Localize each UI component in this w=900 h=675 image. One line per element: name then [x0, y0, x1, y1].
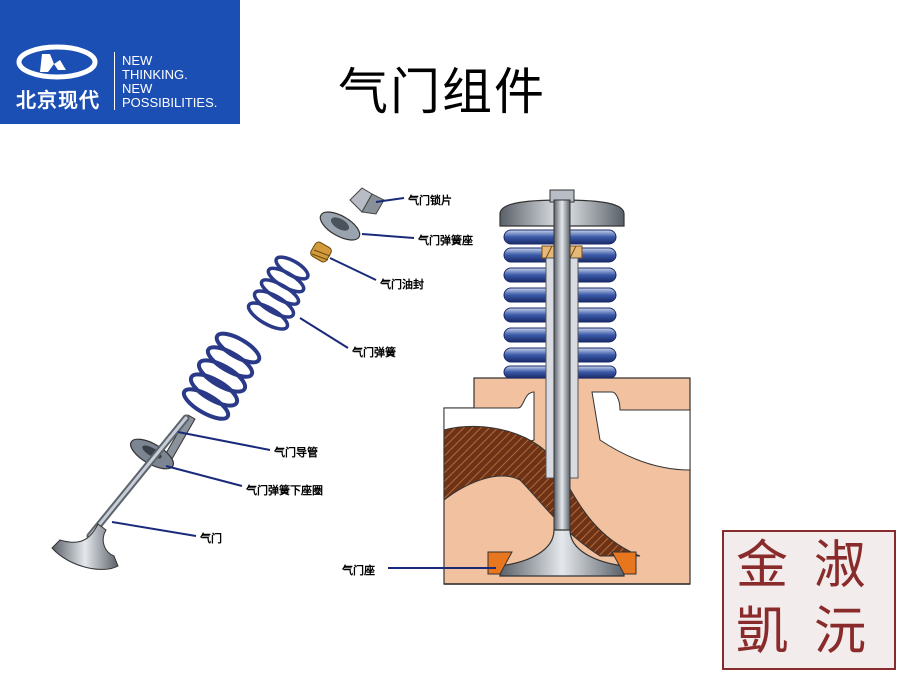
slogan-line-3: NEW: [122, 81, 153, 96]
valve-collet-part: [349, 187, 385, 215]
valve-spring-lower: [181, 331, 262, 421]
label-valve-seat: 气门座: [342, 564, 375, 577]
leader-lines-left: [111, 197, 415, 537]
label-valve-collet: 气门锁片: [408, 194, 452, 207]
slogan-line-2: THINKING.: [122, 67, 188, 82]
slogan-line-1: NEW: [122, 53, 153, 68]
label-valve-spring: 气门弹簧: [352, 346, 396, 359]
valve-part: [51, 414, 190, 570]
valve-spring-upper: [246, 255, 310, 331]
logo-divider: [114, 52, 115, 110]
spring-seat-part: [319, 211, 361, 241]
label-oil-seal: 气门油封: [380, 278, 424, 291]
seal-char-2: 沅: [814, 602, 867, 662]
exploded-view: [51, 187, 415, 570]
seal-char-3: 金: [736, 536, 789, 596]
oil-seal-part: [310, 241, 332, 263]
seal-char-1: 淑: [814, 536, 867, 596]
seal-stamp: 淑 沅 金 凱: [722, 530, 896, 670]
page-title: 气门组件: [338, 63, 546, 121]
section-view: [388, 189, 691, 585]
hyundai-logo-block: 北京现代 NEW THINKING. NEW POSSIBILITIES.: [0, 0, 240, 124]
label-spring-seat: 气门弹簧座: [418, 234, 473, 247]
label-valve-guide: 气门导管: [274, 446, 318, 459]
seal-char-4: 凱: [736, 602, 789, 662]
label-lower-spring-seat: 气门弹簧下座圈: [246, 484, 323, 497]
brand-name-cn: 北京现代: [16, 88, 100, 112]
hyundai-emblem-icon: [16, 44, 98, 80]
label-valve: 气门: [200, 532, 222, 545]
slogan-line-4: POSSIBILITIES.: [122, 95, 218, 110]
